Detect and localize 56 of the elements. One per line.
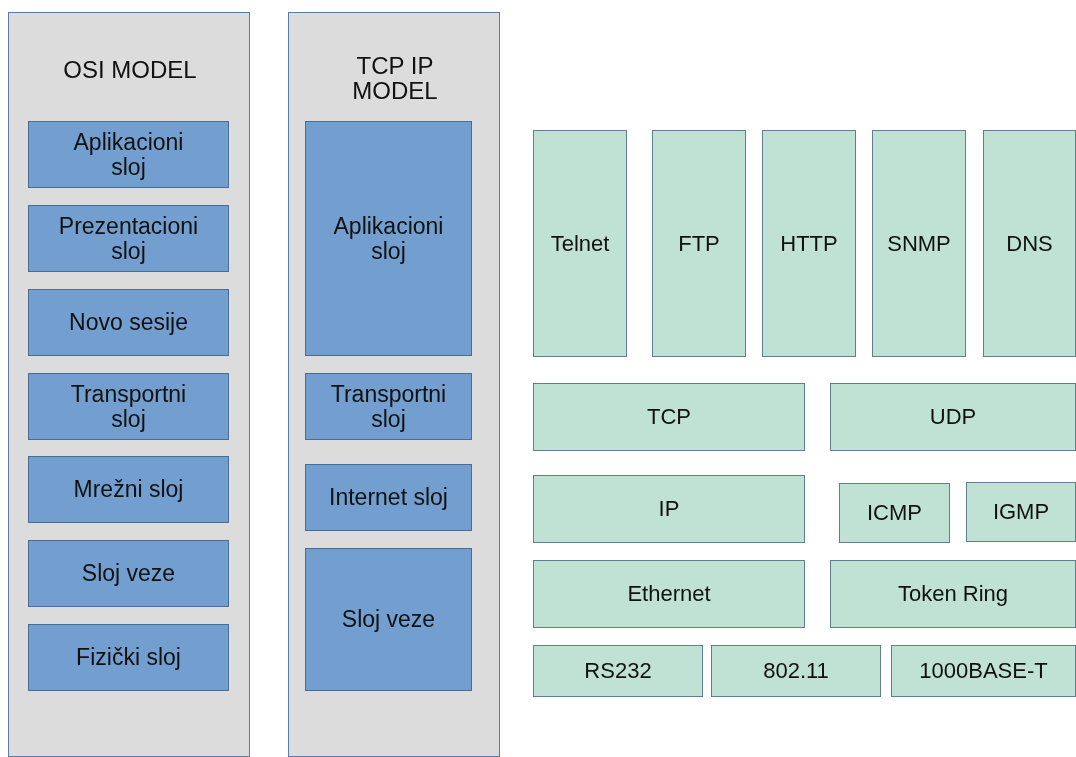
protocol-box xyxy=(533,130,627,357)
layer-label: Ethernet xyxy=(627,582,711,606)
layer-label: TCP xyxy=(647,405,691,429)
layer-label: HTTP xyxy=(780,231,838,256)
layer-box xyxy=(28,205,229,272)
protocol-box xyxy=(872,130,966,357)
layer-label: Sloj veze xyxy=(81,561,176,586)
layer-label: Fizički sloj xyxy=(76,645,181,670)
protocol-box xyxy=(533,383,805,451)
layer-label: Internet sloj xyxy=(329,485,448,510)
layer-box xyxy=(305,373,472,440)
layer-label: Aplikacioni sloj xyxy=(72,130,185,179)
protocol-box xyxy=(533,560,805,628)
protocol-box xyxy=(533,645,703,697)
protocol-box xyxy=(839,483,950,543)
layer-label: FTP xyxy=(678,231,720,256)
layer-box xyxy=(305,464,472,531)
column-title: TCP IP MODEL xyxy=(351,53,439,104)
layer-label: Transportni sloj xyxy=(69,382,188,431)
layer-label: IGMP xyxy=(992,500,1050,524)
protocol-box xyxy=(711,645,881,697)
column-title: OSI MODEL xyxy=(62,57,198,83)
model-column xyxy=(288,12,500,757)
layer-label: IP xyxy=(658,497,680,521)
layer-label: DNS xyxy=(1006,231,1053,256)
protocol-box xyxy=(652,130,746,357)
layer-box xyxy=(28,624,229,691)
protocol-box xyxy=(891,645,1076,697)
layer-label: 1000BASE-T xyxy=(919,659,1048,683)
layer-label: UDP xyxy=(929,405,977,429)
layer-label: Novo sesije xyxy=(69,310,188,335)
protocol-box xyxy=(830,560,1076,628)
layer-label: Mrežni sloj xyxy=(73,477,184,502)
layer-box xyxy=(28,373,229,440)
layer-label: 802.11 xyxy=(763,659,829,683)
layer-box xyxy=(28,456,229,523)
layer-box xyxy=(305,121,472,356)
model-column xyxy=(8,12,250,757)
layer-label: ICMP xyxy=(867,501,922,525)
protocol-box xyxy=(983,130,1076,357)
layer-box xyxy=(28,540,229,607)
protocol-box xyxy=(830,383,1076,451)
layer-box xyxy=(28,121,229,188)
layer-box xyxy=(28,289,229,356)
protocol-box xyxy=(533,475,805,543)
layer-label: Transportni sloj xyxy=(329,382,448,431)
layer-label: RS232 xyxy=(584,659,652,683)
layer-label: SNMP xyxy=(887,231,951,256)
layer-label: Telnet xyxy=(550,231,610,256)
layer-label: Sloj veze xyxy=(341,607,436,632)
layer-label: Aplikacioni sloj xyxy=(332,214,445,263)
protocol-box xyxy=(762,130,856,357)
layer-label: Prezentacioni sloj xyxy=(57,214,200,263)
layer-box xyxy=(305,548,472,691)
protocol-box xyxy=(966,482,1076,542)
layer-label: Token Ring xyxy=(897,582,1009,606)
